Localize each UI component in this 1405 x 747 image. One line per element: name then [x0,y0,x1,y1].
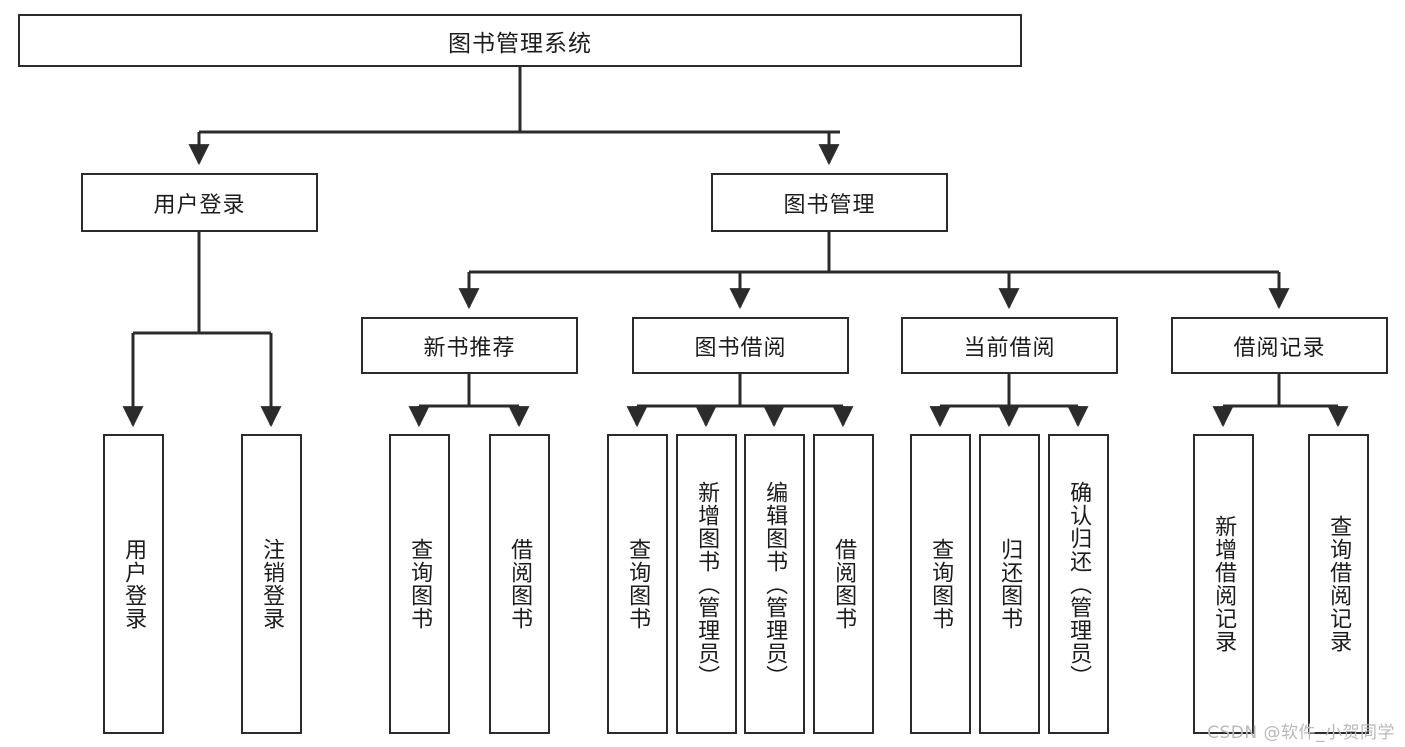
node-book-manage[interactable]: 图书管理 [711,173,948,232]
node-leaf-query-record-label: 查询借阅记录 [1326,515,1352,653]
node-leaf-query-book-1[interactable]: 查询图书 [389,434,450,734]
node-leaf-query-record[interactable]: 查询借阅记录 [1308,434,1369,734]
node-leaf-query-book-3-label: 查询图书 [928,538,954,630]
node-leaf-add-book[interactable]: 新增图书（管理员） [676,434,737,734]
node-root-label: 图书管理系统 [448,30,592,57]
node-current-borrow[interactable]: 当前借阅 [901,317,1118,374]
csdn-watermark: CSDN @软件_小贺同学 [1207,723,1395,743]
node-leaf-confirm-return-label: 确认归还（管理员） [1066,480,1092,688]
node-new-book-recommend[interactable]: 新书推荐 [361,317,578,374]
node-user-login[interactable]: 用户登录 [81,173,318,232]
node-leaf-borrow-book-1-label: 借阅图书 [507,538,533,630]
node-leaf-query-book-2-label: 查询图书 [625,538,651,630]
node-leaf-user-logout-label: 注销登录 [259,538,285,630]
node-leaf-add-record[interactable]: 新增借阅记录 [1193,434,1254,734]
node-leaf-edit-book-label: 编辑图书（管理员） [762,480,788,688]
node-leaf-user-login[interactable]: 用户登录 [103,434,164,734]
node-leaf-return-book-label: 归还图书 [997,538,1023,630]
node-leaf-query-book-1-label: 查询图书 [407,538,433,630]
node-leaf-user-logout[interactable]: 注销登录 [241,434,302,734]
node-borrow-record-label: 借阅记录 [1233,335,1326,361]
node-leaf-borrow-book-2[interactable]: 借阅图书 [813,434,874,734]
node-leaf-edit-book[interactable]: 编辑图书（管理员） [744,434,805,734]
node-leaf-borrow-book-2-label: 借阅图书 [831,538,857,630]
node-leaf-query-book-2[interactable]: 查询图书 [607,434,668,734]
node-leaf-user-login-label: 用户登录 [121,538,147,630]
node-leaf-return-book[interactable]: 归还图书 [979,434,1040,734]
node-root[interactable]: 图书管理系统 [18,14,1022,67]
node-leaf-add-record-label: 新增借阅记录 [1211,515,1237,653]
node-borrow-record[interactable]: 借阅记录 [1171,317,1388,374]
node-new-book-recommend-label: 新书推荐 [423,335,516,361]
node-leaf-add-book-label: 新增图书（管理员） [694,480,720,688]
node-leaf-query-book-3[interactable]: 查询图书 [910,434,971,734]
node-current-borrow-label: 当前借阅 [963,335,1056,361]
node-book-borrow[interactable]: 图书借阅 [632,317,849,374]
node-leaf-confirm-return[interactable]: 确认归还（管理员） [1048,434,1109,734]
node-book-borrow-label: 图书借阅 [694,335,787,361]
node-user-login-label: 用户登录 [153,192,246,218]
node-leaf-borrow-book-1[interactable]: 借阅图书 [489,434,550,734]
node-book-manage-label: 图书管理 [783,192,876,218]
